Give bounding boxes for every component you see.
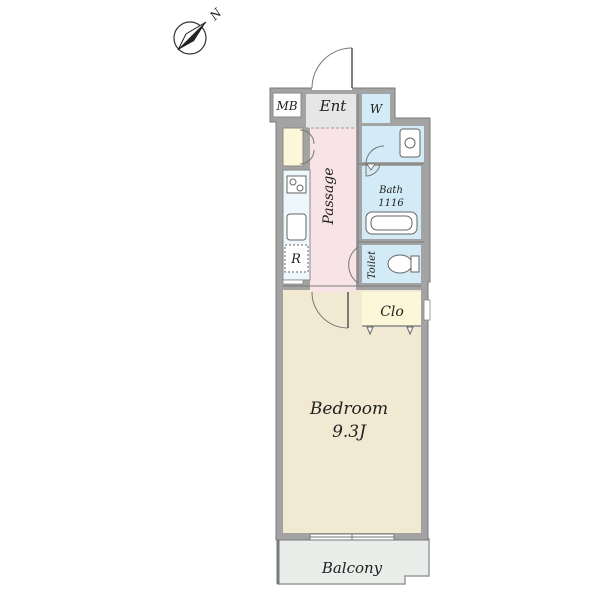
closet-label: Clo (380, 304, 404, 320)
side-window (423, 299, 431, 321)
cabinet-door-arc (299, 129, 315, 145)
bathtub-icon (365, 211, 418, 235)
bath-door-arc (365, 163, 381, 177)
counter-edge (282, 279, 304, 285)
closet-floor (362, 292, 421, 326)
kitchen-sink-icon (286, 213, 307, 241)
door-swing-arc (311, 291, 349, 329)
toilet-label: Toilet (367, 250, 378, 279)
cabinet-door-arc (299, 149, 315, 165)
entrance-door (311, 47, 353, 90)
basin-drain-icon (404, 137, 416, 149)
meter-box (272, 92, 302, 118)
vanity-door-arc (365, 145, 385, 165)
refrigerator-label: R (290, 252, 301, 267)
bath-label: Bath (378, 185, 403, 196)
refrigerator-space (284, 244, 309, 273)
bedroom-floor (283, 290, 421, 533)
burner-icon (289, 178, 297, 186)
passage-threshold (310, 284, 356, 292)
closet-door-marker-icon (406, 326, 414, 336)
passage-floor (310, 128, 356, 284)
washer-area (362, 94, 390, 123)
washer-label: W (370, 102, 384, 116)
entrance-floor (306, 94, 356, 128)
closet-door-marker-icon (366, 326, 374, 336)
wash-basin-icon (399, 128, 421, 158)
balcony-label: Balcony (321, 559, 383, 577)
compass-needle-half-icon (177, 21, 207, 51)
compass-north-label: N (206, 5, 224, 23)
bedroom-label: Bedroom (309, 399, 388, 419)
entrance-label: Ent (319, 97, 348, 115)
bedroom-size: 9.3J (332, 422, 367, 442)
passage-label: Passage (321, 167, 337, 225)
balcony: Balcony (276, 538, 430, 585)
stove-icon (286, 175, 307, 194)
meter-box-label: MB (275, 99, 297, 113)
burner-icon (296, 184, 304, 192)
bedroom-door (311, 291, 349, 329)
compass: N (173, 5, 225, 55)
shoe-cabinet (282, 127, 304, 167)
door-swing-arc (311, 47, 353, 89)
bath-size: 1116 (378, 198, 404, 209)
bath-door-marker-icon (366, 163, 376, 171)
toilet-door-arc (348, 246, 359, 284)
door-opening (312, 84, 352, 90)
bedroom-window (309, 533, 395, 541)
bathtub-inner-icon (370, 215, 413, 231)
toilet-bowl-icon (387, 254, 413, 274)
toilet-tank-icon (410, 255, 420, 273)
